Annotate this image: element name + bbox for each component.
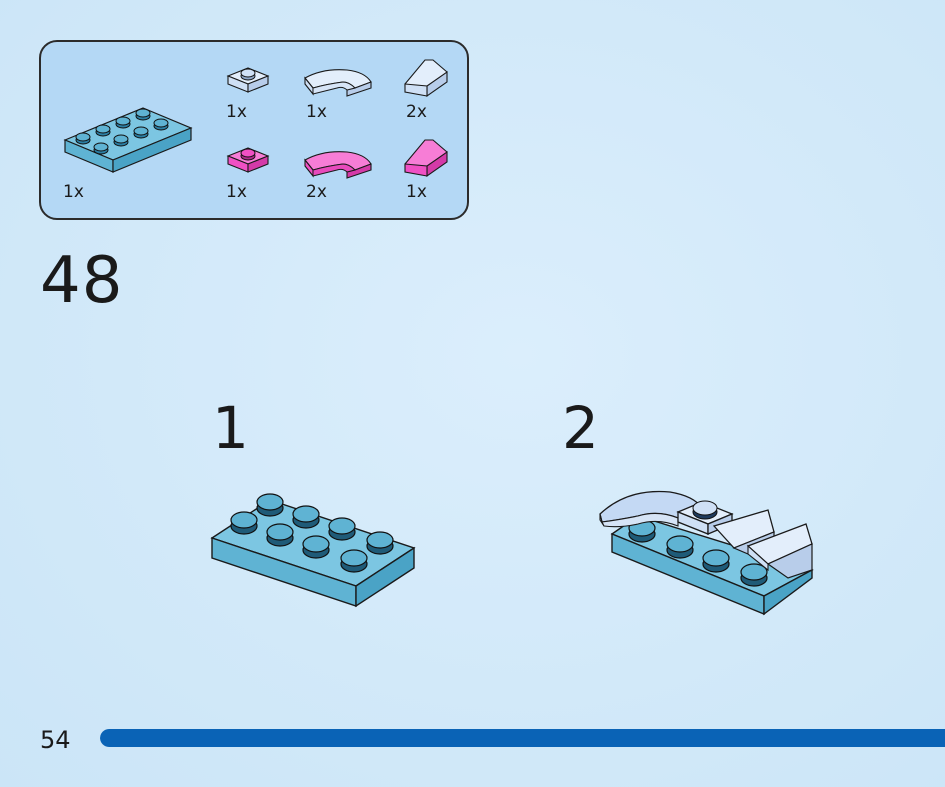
quantity-label: 1x xyxy=(306,102,327,122)
curved-slope-magenta-icon xyxy=(303,146,373,182)
plate-2x4-medium-azure-icon xyxy=(210,488,416,612)
slope-magenta-icon xyxy=(403,138,449,180)
plate-2x4-medium-azure-icon xyxy=(63,102,195,182)
quantity-label: 1x xyxy=(226,102,247,122)
quantity-label: 1x xyxy=(406,182,427,202)
assembly-model xyxy=(598,474,818,616)
slope-light-blue-icon xyxy=(403,58,449,100)
step-number: 48 xyxy=(40,244,124,318)
plate-1x1-light-blue-icon xyxy=(226,62,270,98)
page-number: 54 xyxy=(40,726,71,754)
progress-bar xyxy=(100,729,945,747)
quantity-label: 2x xyxy=(306,182,327,202)
parts-list-box: 1x 1x 1x xyxy=(39,40,469,220)
plate-1x1-magenta-icon xyxy=(226,142,270,178)
curved-slope-light-blue-icon xyxy=(303,64,373,100)
quantity-label: 1x xyxy=(63,182,84,202)
quantity-label: 2x xyxy=(406,102,427,122)
quantity-label: 1x xyxy=(226,182,247,202)
substep-number: 1 xyxy=(212,394,249,462)
progress-bar-fill xyxy=(100,729,945,747)
substep-number: 2 xyxy=(562,394,599,462)
